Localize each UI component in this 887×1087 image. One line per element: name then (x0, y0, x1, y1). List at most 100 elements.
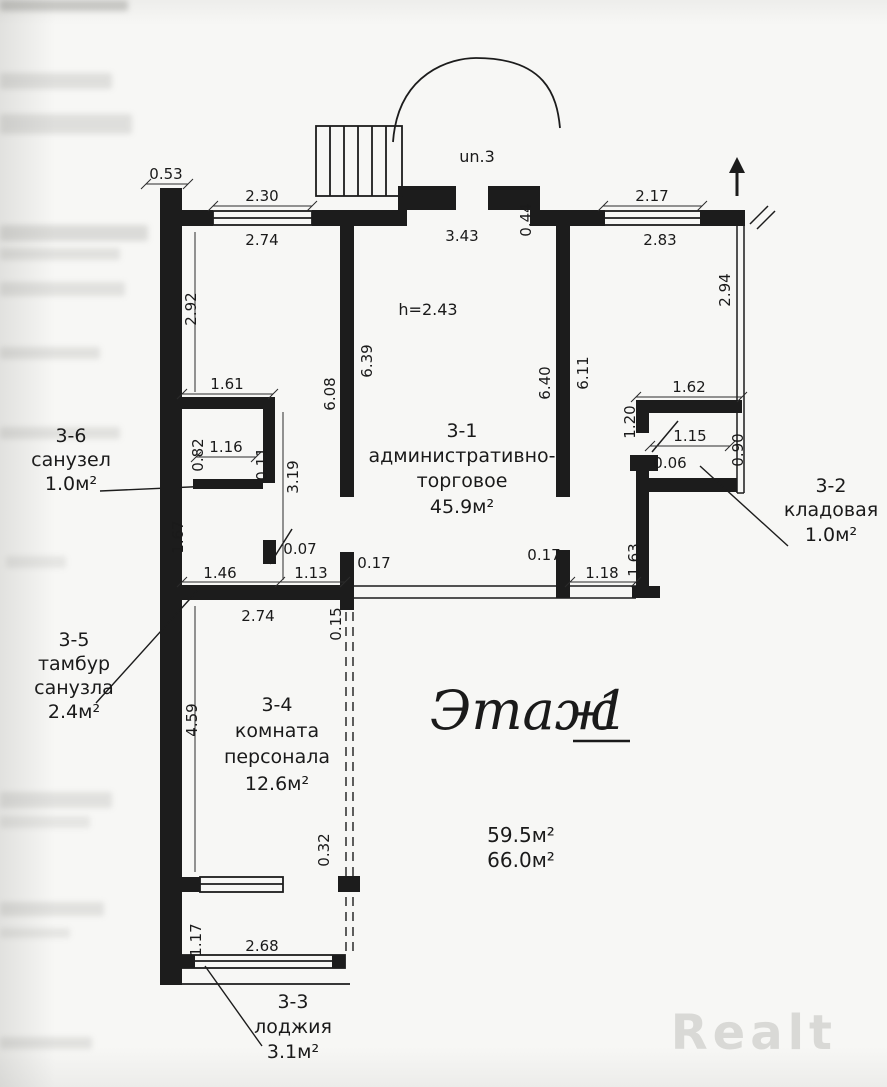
dim-2-92: 2.92 (182, 292, 200, 325)
room-id: 3-4 (261, 694, 292, 716)
scan-artifact (0, 248, 120, 260)
room-id: 3-5 (58, 629, 89, 651)
leader-storage (699, 465, 789, 547)
scan-artifact (0, 0, 128, 11)
interior-wall-east (556, 226, 570, 497)
room-id: 3-2 (815, 475, 846, 497)
room-name-line2: торговое (417, 470, 508, 492)
room-name-line1: кладовая (784, 499, 878, 521)
dim-1-67: 1.67 (169, 520, 187, 553)
scan-artifact (0, 73, 112, 89)
ceiling-height-note: h=2.43 (398, 300, 457, 319)
storage-wall-bottom (648, 478, 737, 492)
dim-6-11: 6.11 (574, 356, 592, 389)
scan-artifact (0, 902, 104, 916)
dimension-labels: 0.53 2.30 2.74 3.43 2.17 2.83 1.61 1.62 … (149, 165, 747, 957)
storage-door-leaf (651, 420, 679, 453)
floor-title-word: Этаж (430, 679, 616, 742)
wall-break-symbol (749, 205, 776, 230)
dim-1-15: 1.15 (673, 427, 706, 445)
scan-artifact (0, 427, 120, 439)
room-area: 3.1м² (267, 1041, 319, 1063)
tambour-door-leaf (269, 528, 293, 565)
dim-3-19: 3.19 (284, 460, 302, 493)
dim-0-17-right: 0.17 (527, 546, 560, 564)
room-id: 3-3 (277, 991, 308, 1013)
room-name-line1: административно- (369, 445, 556, 467)
window-loggia-inner (199, 876, 284, 893)
dim-1-63: 1.63 (625, 543, 643, 576)
dim-2-94: 2.94 (716, 273, 734, 306)
scan-artifact (0, 928, 70, 938)
scan-artifact (6, 556, 66, 568)
realt-watermark: Realt (670, 1005, 837, 1061)
staircase (315, 125, 403, 197)
room-area: 2.4м² (48, 701, 100, 723)
wc-door-bar (193, 479, 263, 489)
dim-2-74-bottom: 2.74 (241, 607, 274, 625)
dim-1-61: 1.61 (210, 375, 243, 393)
dim-4-59: 4.59 (183, 703, 201, 736)
room-labels: un.3 3-1 административно- торговое 45.9м… (31, 147, 878, 1063)
corridor-wall (354, 585, 636, 599)
dimension-ticks (140, 178, 748, 588)
dim-2-83: 2.83 (643, 231, 676, 249)
room-label-3-5: 3-5 тамбур санузла 2.4м² (34, 629, 114, 723)
area-totals: 59.5м² 66.0м² (487, 823, 555, 872)
room-area: 45.9м² (430, 496, 494, 518)
room-label-3-4: 3-4 комната персонала 12.6м² (224, 694, 330, 795)
entry-wall-right (488, 186, 540, 210)
window-top-right (602, 210, 703, 226)
dim-3-43: 3.43 (445, 227, 478, 245)
dim-6-40: 6.40 (536, 366, 554, 399)
leader-tambour (95, 589, 199, 704)
wc-wall-top (182, 397, 275, 409)
total-area-1: 59.5м² (487, 823, 555, 847)
walls-layer (160, 157, 745, 985)
room-label-3-6: 3-6 санузел 1.0м² (31, 425, 111, 495)
window-top-left (212, 210, 313, 226)
openings-layer (160, 57, 776, 985)
room-name-line1: тамбур (38, 653, 110, 675)
room-area: 1.0м² (45, 473, 97, 495)
dim-1-17: 1.17 (187, 923, 205, 956)
entry-arc (392, 57, 561, 143)
room-label-3-3: 3-3 лоджия 3.1м² (254, 991, 332, 1063)
floor-title-number: 1 (595, 679, 629, 742)
scan-artifact (0, 1037, 92, 1049)
total-area-2: 66.0м² (487, 848, 555, 872)
dim-6-39: 6.39 (358, 344, 376, 377)
dim-1-62: 1.62 (672, 378, 705, 396)
dim-0-17-left: 0.17 (357, 554, 390, 572)
dim-0-82: 0.82 (189, 438, 207, 471)
dim-0-44: 0.44 (517, 203, 535, 236)
leader-wc (99, 485, 213, 492)
storage-wall-top (636, 400, 742, 413)
scan-artifact (0, 225, 148, 241)
tambour-wall-south (182, 585, 345, 600)
leader-lines (95, 465, 789, 1047)
scan-artifact (0, 347, 100, 359)
dim-0-32: 0.32 (315, 833, 333, 866)
dim-6-08: 6.08 (321, 377, 339, 410)
dim-2-17: 2.17 (635, 187, 668, 205)
room-name-line2: санузла (34, 677, 114, 699)
dim-0-90: 0.90 (729, 433, 747, 466)
room-id: 3-6 (55, 425, 86, 447)
room-id: 3-1 (446, 420, 477, 442)
dim-0-53: 0.53 (149, 165, 182, 183)
dim-2-74-top: 2.74 (245, 231, 278, 249)
dim-0-11: 0.11 (253, 447, 271, 480)
room-name-line1: комната (235, 720, 319, 742)
room-label-3-1: 3-1 административно- торговое 45.9м² (369, 420, 556, 518)
scan-artifact (0, 114, 132, 134)
staircase-label: un.3 (459, 147, 495, 166)
entry-wall-left (398, 186, 456, 210)
scan-artifact (0, 816, 90, 828)
dimension-lines (140, 178, 748, 872)
window-loggia-outer (181, 954, 346, 969)
dim-0-06: 0.06 (653, 454, 686, 472)
dim-1-20: 1.20 (621, 405, 639, 438)
